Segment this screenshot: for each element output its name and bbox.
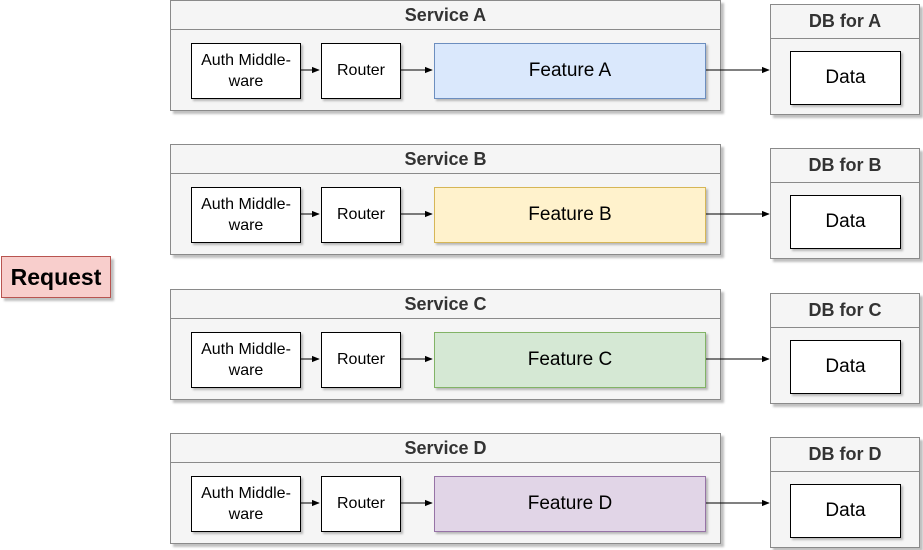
auth-middleware-label: Auth Middle- ware (201, 52, 291, 90)
db-d-container: DB for D Data (770, 437, 920, 548)
service-title: Service C (171, 290, 720, 319)
data-box: Data (790, 195, 901, 249)
router-box: Router (321, 476, 401, 532)
data-label: Data (825, 500, 866, 521)
feature-label: Feature B (528, 204, 612, 225)
service-title: Service A (171, 1, 720, 30)
auth-middleware-label: Auth Middle- ware (201, 196, 291, 234)
router-label: Router (336, 495, 386, 512)
service-c-container: Service C Auth Middle- ware Router Featu… (170, 289, 721, 400)
db-b-container: DB for B Data (770, 148, 920, 259)
data-box: Data (790, 340, 901, 394)
auth-middleware-box: Auth Middle- ware (191, 476, 301, 532)
data-label: Data (825, 356, 866, 377)
router-box: Router (321, 187, 401, 243)
data-box: Data (790, 51, 901, 105)
feature-a-box: Feature A (434, 43, 706, 99)
auth-middleware-label: Auth Middle- ware (201, 341, 291, 379)
router-label: Router (336, 62, 386, 79)
auth-middleware-box: Auth Middle- ware (191, 187, 301, 243)
service-b-container: Service B Auth Middle- ware Router Featu… (170, 144, 721, 255)
service-title: Service D (171, 434, 720, 463)
service-title: Service B (171, 145, 720, 174)
router-label: Router (336, 206, 386, 223)
router-box: Router (321, 43, 401, 99)
router-box: Router (321, 332, 401, 388)
auth-middleware-box: Auth Middle- ware (191, 43, 301, 99)
request-label: Request (10, 263, 102, 290)
db-title: DB for D (771, 438, 919, 472)
data-label: Data (825, 67, 866, 88)
router-label: Router (336, 351, 386, 368)
service-a-container: Service A Auth Middle- ware Router Featu… (170, 0, 721, 111)
db-title: DB for C (771, 294, 919, 328)
feature-d-box: Feature D (434, 476, 706, 532)
request-box: Request (1, 256, 111, 298)
feature-b-box: Feature B (434, 187, 706, 243)
feature-label: Feature C (527, 349, 613, 370)
auth-middleware-label: Auth Middle- ware (201, 485, 291, 523)
db-a-container: DB for A Data (770, 4, 920, 115)
db-title: DB for A (771, 5, 919, 39)
feature-label: Feature D (527, 493, 613, 514)
data-box: Data (790, 484, 901, 538)
feature-c-box: Feature C (434, 332, 706, 388)
service-d-container: Service D Auth Middle- ware Router Featu… (170, 433, 721, 544)
db-title: DB for B (771, 149, 919, 183)
data-label: Data (825, 211, 866, 232)
feature-label: Feature A (528, 60, 612, 81)
db-c-container: DB for C Data (770, 293, 920, 404)
auth-middleware-box: Auth Middle- ware (191, 332, 301, 388)
